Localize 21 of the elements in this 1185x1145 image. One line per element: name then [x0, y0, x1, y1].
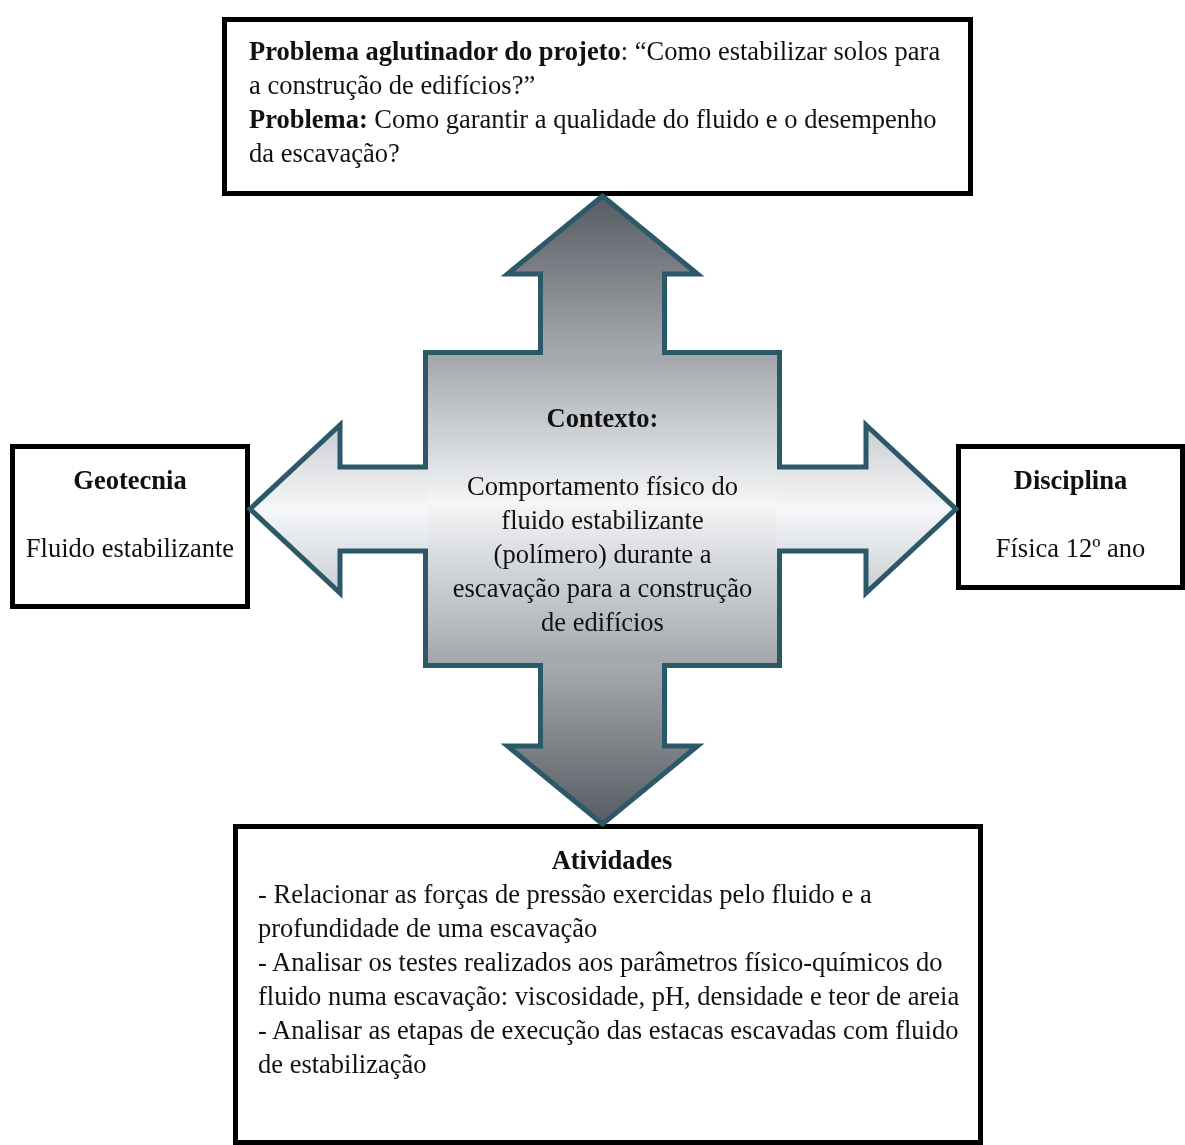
node-heading: Atividades [550, 844, 674, 877]
text-box [222, 17, 973, 196]
text-box [956, 444, 1185, 590]
node-text: - Relacionar as forças de pressão exercidas pelo fluido e a profundidade de uma escavação [258, 878, 873, 945]
context-arrow-center [423, 350, 782, 668]
node-text: Problema aglutinador do projeto: “Como estabilizar solos para a construção de edifícios?” [249, 35, 942, 102]
text-box [233, 824, 983, 1145]
node-heading: Disciplina [1012, 464, 1129, 497]
node-heading: Geotecnia [72, 464, 188, 497]
node-text: Comportamento físico do fluido estabilizante (polímero) durante a escavação para a construção de edifícios [451, 470, 754, 639]
node-text: Problema: Como garantir a qualidade do fluido e o desempenho da escavação? [249, 103, 938, 170]
node-text: Física 12º ano [994, 532, 1147, 565]
block-arrow [774, 419, 960, 599]
block-arrow [500, 660, 705, 828]
node-text: - Analisar os testes realizados aos parâmetros físico-químicos do fluido numa escavação: viscosidade, pH, densidade e teor de areia [258, 946, 961, 1013]
node-heading: Contexto: [545, 402, 660, 435]
node-text: - Analisar as etapas de execução das estacas escavadas com fluido de estabilização [258, 1014, 960, 1081]
text-box [10, 444, 250, 609]
block-arrow [500, 192, 705, 358]
node-text: Fluido estabilizante [24, 532, 236, 565]
block-arrow [246, 419, 431, 599]
